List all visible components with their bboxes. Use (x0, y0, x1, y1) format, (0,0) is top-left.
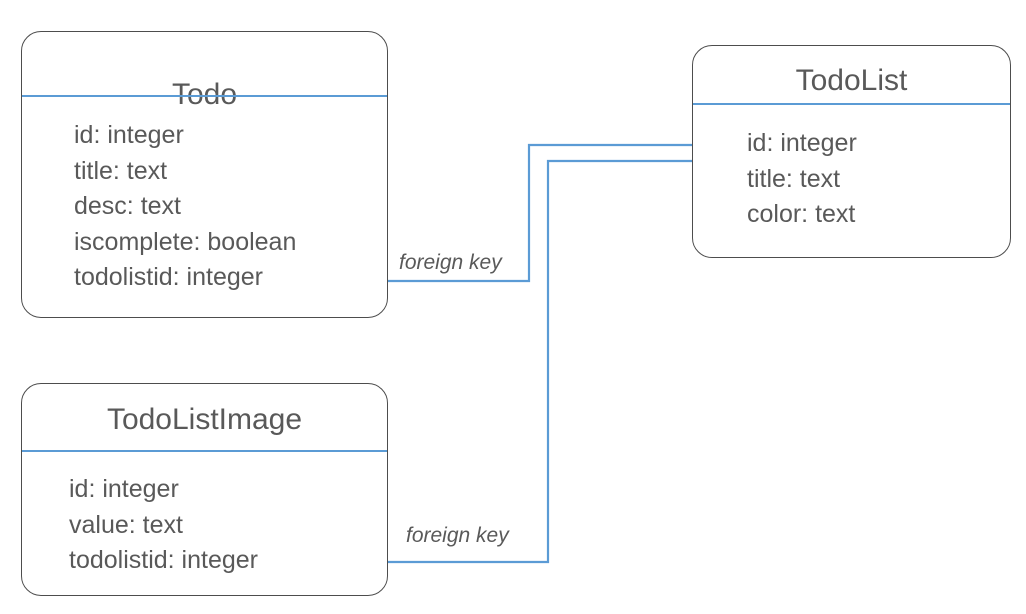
attribute-row: color: text (747, 200, 856, 228)
edge-todolistimage-to-todolist[interactable] (329, 152, 744, 564)
entity-todolistimage-title: TodoListImage (106, 403, 303, 436)
entity-todo-divider (22, 95, 387, 97)
edge-label-todo-foreign-key: foreign key (396, 252, 505, 273)
attribute-row: id: integer (74, 121, 184, 149)
attribute-row: desc: text (74, 192, 181, 220)
attribute-row: todolistid: integer (74, 263, 264, 291)
attribute-row: value: text (69, 510, 183, 539)
entity-todolistimage-divider (22, 450, 387, 452)
attribute-row: id: integer (747, 129, 857, 157)
edge-label-todolistimage-foreign-key: foreign key (403, 525, 512, 546)
attribute-row: todolistid: integer (69, 546, 259, 574)
entity-todolist-attributes: id: integer title: text color: text (747, 126, 857, 233)
entity-todolist[interactable]: TodoList id: integer title: text color: … (692, 45, 1011, 258)
entity-todolistimage-attributes: id: integer value: text todolistid: inte… (69, 472, 258, 579)
entity-todolist-title: TodoList (795, 64, 908, 97)
attribute-row: title: text (747, 164, 841, 193)
attribute-row: title: text (74, 156, 168, 185)
entity-todolistimage[interactable]: TodoListImage id: integer value: text to… (21, 383, 388, 596)
attribute-row: iscomplete: boolean (74, 227, 297, 256)
entity-todolist-divider (693, 103, 1010, 105)
attribute-row: id: integer (69, 475, 179, 503)
entity-todo-title: Todo (171, 78, 238, 111)
entity-todo-attributes: id: integer title: text desc: text iscom… (74, 118, 296, 296)
entity-todo[interactable]: Todo id: integer title: text desc: text … (21, 31, 388, 318)
